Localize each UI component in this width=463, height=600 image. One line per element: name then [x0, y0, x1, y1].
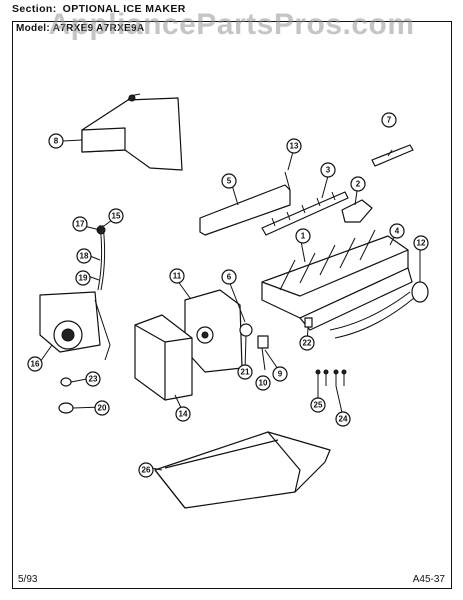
callout-14: 14	[175, 406, 191, 422]
callout-23: 23	[85, 371, 101, 387]
leader-lines	[39, 139, 421, 471]
svg-text:6: 6	[227, 273, 232, 282]
callout-8: 8	[48, 133, 64, 149]
svg-text:19: 19	[79, 274, 88, 283]
callout-7: 7	[381, 112, 397, 128]
model-line: Model: A7RXE9 A7RXE9A	[16, 23, 144, 34]
svg-text:21: 21	[241, 368, 250, 377]
callout-6: 6	[221, 269, 237, 285]
svg-text:16: 16	[31, 360, 40, 369]
callout-24: 24	[335, 411, 351, 427]
svg-text:9: 9	[278, 370, 283, 379]
svg-text:22: 22	[303, 339, 312, 348]
callout-9: 9	[272, 366, 288, 382]
svg-text:11: 11	[173, 272, 182, 281]
callout-15: 15	[108, 208, 124, 224]
model-numbers: A7RXE9 A7RXE9A	[52, 23, 145, 34]
callout-10: 10	[255, 375, 271, 391]
svg-text:24: 24	[339, 415, 348, 424]
part-gear	[239, 323, 253, 337]
model-label: Model:	[16, 23, 51, 34]
svg-text:17: 17	[76, 220, 85, 229]
section-label: Section:	[12, 3, 57, 15]
part-bracket	[199, 171, 291, 236]
callout-22: 22	[299, 335, 315, 351]
diagram-frame	[12, 21, 452, 589]
callout-18: 18	[76, 248, 92, 264]
watermark-text: AppliancePartsPros.com	[48, 8, 415, 41]
part-switch	[257, 335, 269, 349]
callout-21: 21	[237, 364, 253, 380]
svg-text:26: 26	[142, 466, 151, 475]
callout-20: 20	[94, 400, 110, 416]
callout-4: 4	[389, 223, 405, 239]
callout-2: 2	[350, 176, 366, 192]
svg-text:3: 3	[326, 166, 331, 175]
svg-text:14: 14	[179, 410, 188, 419]
footer-page-code: A45-37	[412, 574, 445, 585]
callout-26: 26	[138, 462, 154, 478]
svg-text:1: 1	[301, 232, 306, 241]
callout-11: 11	[169, 268, 185, 284]
callout-19: 19	[75, 270, 91, 286]
part-ice-bin	[154, 431, 331, 509]
part-clip	[341, 199, 373, 223]
part-clip-small	[304, 317, 313, 328]
part-sensor	[329, 281, 429, 339]
part-ejector	[261, 191, 349, 236]
callout-13: 13	[286, 138, 302, 154]
svg-text:12: 12	[417, 239, 426, 248]
part-screws	[315, 369, 347, 386]
svg-text:23: 23	[89, 375, 98, 384]
svg-text:15: 15	[112, 212, 121, 221]
part-control-housing	[184, 289, 243, 373]
callout-12: 12	[413, 235, 429, 251]
svg-text:10: 10	[259, 379, 268, 388]
part-washer	[60, 377, 72, 387]
part-ice-mold	[261, 229, 413, 331]
callout-17: 17	[72, 216, 88, 232]
part-strainer	[58, 402, 74, 414]
callout-5: 5	[221, 173, 237, 189]
footer-date: 5/93	[18, 574, 38, 585]
section-title: OPTIONAL ICE MAKER	[62, 3, 186, 15]
callout-25: 25	[310, 397, 326, 413]
svg-text:18: 18	[80, 252, 89, 261]
svg-text:25: 25	[314, 401, 323, 410]
svg-text:7: 7	[387, 116, 392, 125]
part-water-valve	[39, 291, 111, 361]
svg-text:13: 13	[290, 142, 299, 151]
svg-text:5: 5	[227, 177, 232, 186]
callout-16: 16	[27, 356, 43, 372]
svg-text:20: 20	[98, 404, 107, 413]
callout-1: 1	[295, 228, 311, 244]
part-cover	[134, 314, 193, 401]
svg-text:4: 4	[395, 227, 400, 236]
section-heading: Section: OPTIONAL ICE MAKER	[12, 3, 186, 15]
svg-text:2: 2	[356, 180, 361, 189]
svg-text:8: 8	[54, 137, 59, 146]
callout-3: 3	[320, 162, 336, 178]
part-shaft	[371, 144, 414, 167]
part-fill-chute	[81, 93, 183, 171]
part-wire-harness	[96, 224, 106, 291]
